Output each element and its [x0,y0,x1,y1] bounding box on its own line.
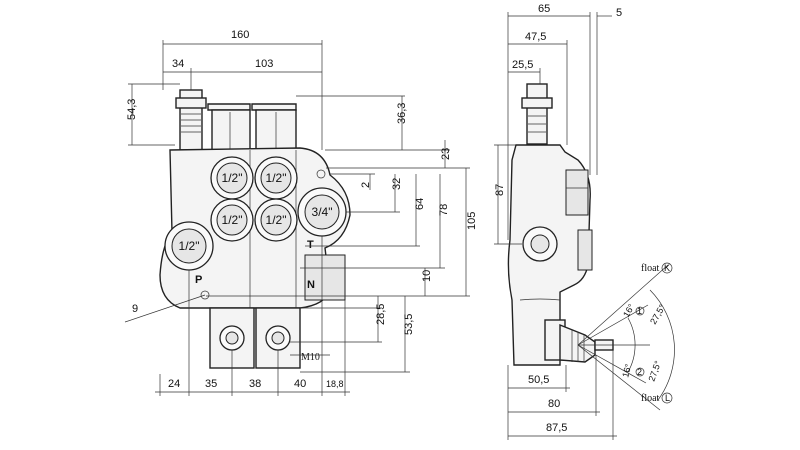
mark-2 [635,367,645,377]
dim-53-5: 53,5 [403,314,415,335]
angle-16-bottom: 16° [620,362,633,378]
section-cap-1 [207,103,251,111]
float-label-top: float [641,263,660,274]
dim-87: 87 [494,184,506,196]
angle-27-5-bottom: 27,5° [646,359,663,383]
side-handle-base [559,323,596,363]
side-block [304,254,346,301]
mark-1 [635,306,645,316]
dim-54-3: 54,3 [126,99,138,120]
lever-nut [175,97,207,109]
dim-80: 80 [548,398,560,410]
dim-9: 9 [132,303,138,315]
port-b1-label: 1/2" [266,171,287,185]
letter-t: T [307,239,314,251]
port-a1-label: 1/2" [222,171,243,185]
angle-line-float-bottom [577,344,661,411]
front-view: 1/2" 1/2" 1/2" 1/2" 3/4" 1/2" P T N M10 [124,29,478,396]
dim-10: 10 [421,270,433,282]
dim-40: 40 [294,378,306,390]
dim-2: 2 [360,182,372,188]
svg-text:2: 2 [637,367,642,377]
svg-text:L: L [665,393,670,403]
mount-hole-bottom [200,290,210,300]
dim-34: 34 [172,58,184,70]
port-b2-label: 1/2" [266,213,287,227]
dim-38: 38 [249,378,261,390]
svg-text:K: K [664,263,670,273]
side-lever-stem [526,83,548,145]
thread-label: M10 [301,352,320,363]
dim-65: 65 [538,3,550,15]
dim-87-5: 87,5 [546,422,567,434]
dim-64: 64 [414,198,426,210]
svg-text:1: 1 [637,306,642,316]
angle-arc [649,289,675,401]
letter-n: N [307,279,315,291]
dim-36-3: 36,3 [396,103,408,124]
section-cap-2 [251,103,297,111]
port-a2-label: 1/2" [222,213,243,227]
mount-hole-top [316,169,326,179]
dim-103: 103 [255,58,273,70]
dim-28-5: 28,5 [375,304,387,325]
mark-k [661,262,673,274]
dim-32: 32 [391,178,403,190]
side-view: 16° 27,5° 16° 27,5° 1 2 float K float L … [494,3,675,440]
dim-35: 35 [205,378,217,390]
dim-105: 105 [466,212,478,230]
dim-5: 5 [616,7,622,19]
dim-50-5: 50,5 [528,374,549,386]
letter-p: P [195,274,202,286]
dim-23: 23 [440,148,452,160]
port-return-label: 3/4" [312,205,333,219]
side-block-top [565,169,589,216]
dim-24: 24 [168,378,180,390]
dim-18-8: 18,8 [326,379,344,389]
angle-line-float-top [577,264,669,346]
angle-27-5-top: 27,5° [648,302,667,326]
dim-78: 78 [438,204,450,216]
dim-47-5: 47,5 [525,31,546,43]
dim-160: 160 [231,29,249,41]
dim-25-5: 25,5 [512,59,533,71]
mark-l [661,392,673,404]
float-label-bottom: float [641,393,660,404]
port-pressure-label: 1/2" [179,239,200,253]
